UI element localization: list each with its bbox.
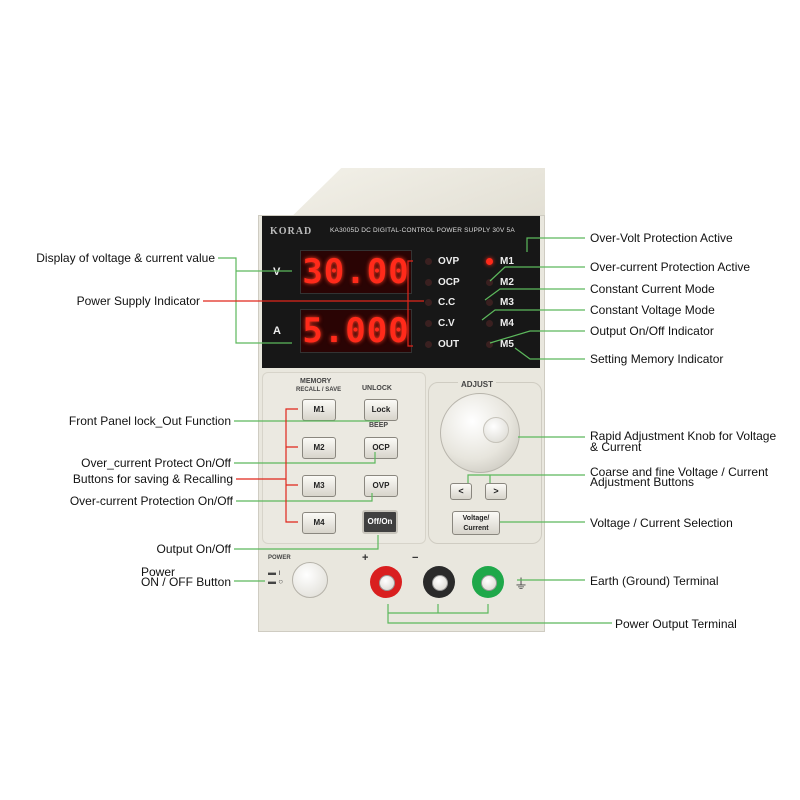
unlock-label: UNLOCK: [362, 385, 392, 392]
label-buttons-line1: Coarse and fine Voltage / Current: [590, 465, 769, 479]
label-front-lock: Front Panel lock_Out Function: [68, 414, 231, 428]
label-ocp-toggle: Over_current Protect On/Off: [81, 456, 231, 470]
label-buttons-line2: Adjustment Buttons: [590, 475, 695, 489]
current-display: 5.000: [300, 309, 412, 353]
memory-subtitle: RECALL / SAVE: [296, 387, 342, 393]
power-button[interactable]: [292, 562, 328, 598]
label-ocp-active: Over-current Protection Active: [590, 260, 751, 274]
power-label: POWER: [268, 555, 291, 561]
voltage-unit: V: [273, 266, 281, 278]
label-power-indicator: Power Supply Indicator: [76, 294, 200, 308]
device-top: [290, 168, 545, 218]
label-vc-selection: Voltage / Current Selection: [590, 516, 733, 530]
m1-led: [486, 258, 493, 265]
m4-led: [486, 320, 493, 327]
label-ocp-onoff: Over-current Protection On/Off: [69, 494, 233, 508]
adjust-label: ADJUST: [458, 380, 497, 389]
vc-line2: Current: [463, 525, 489, 532]
fine-right-button[interactable]: >: [485, 483, 507, 500]
m3-led: [486, 299, 493, 306]
memory-indicator-m4: M4: [500, 318, 514, 329]
beep-label: BEEP: [369, 422, 389, 429]
m1-button[interactable]: M1: [302, 399, 336, 421]
lock-button[interactable]: Lock: [364, 399, 398, 421]
ground-terminal[interactable]: [472, 566, 504, 598]
memory-indicator-m5: M5: [500, 339, 514, 350]
positive-terminal[interactable]: [370, 566, 402, 598]
label-knob-line1: Rapid Adjustment Knob for Voltage: [590, 429, 777, 443]
power-switch-symbol: ▬ ı▬ ○: [268, 568, 284, 586]
label-display: Display of voltage & current value: [36, 251, 215, 265]
ocp-button[interactable]: OCP: [364, 437, 398, 459]
memory-indicator-m3: M3: [500, 297, 514, 308]
knob-cap: [483, 417, 509, 443]
indicator-ocp: OCP: [438, 277, 460, 288]
label-cv-mode: Constant Voltage Mode: [590, 303, 715, 317]
label-knob-line2: & Current: [590, 440, 642, 454]
label-memory-buttons: Buttons for saving & Recalling: [72, 472, 233, 486]
m2-led: [486, 279, 493, 286]
output-onoff-button[interactable]: Off/On: [362, 510, 398, 534]
label-power-output: Power Output Terminal: [615, 617, 737, 631]
current-unit: A: [273, 325, 281, 337]
label-cc-mode: Constant Current Mode: [590, 282, 715, 296]
m5-led: [486, 341, 493, 348]
m3-button[interactable]: M3: [302, 475, 336, 497]
m4-button[interactable]: M4: [302, 512, 336, 534]
memory-indicator-m1: M1: [500, 256, 514, 267]
plus-label: +: [362, 552, 369, 564]
ground-symbol: ⏚: [514, 576, 528, 592]
label-power-line1: Power: [140, 565, 175, 579]
ovp-led: [425, 258, 432, 265]
memory-title: MEMORY: [300, 378, 332, 385]
cv-led: [425, 320, 432, 327]
coarse-left-button[interactable]: <: [450, 483, 472, 500]
indicator-cc: C.C: [438, 297, 456, 308]
ocp-led: [425, 279, 432, 286]
indicator-ovp: OVP: [438, 256, 460, 267]
label-out-indicator: Output On/Off Indicator: [590, 324, 714, 338]
label-earth: Earth (Ground) Terminal: [590, 574, 719, 588]
label-power-line2: ON / OFF Button: [140, 575, 231, 589]
label-ovp-active: Over-Volt Protection Active: [590, 231, 733, 245]
negative-terminal[interactable]: [423, 566, 455, 598]
minus-label: −: [412, 552, 419, 564]
brand-logo: KORAD: [270, 226, 313, 237]
model-text: KA3005D DC DIGITAL-CONTROL POWER SUPPLY …: [330, 227, 515, 234]
voltage-current-button[interactable]: Voltage/ Current: [452, 511, 500, 535]
memory-indicator-m2: M2: [500, 277, 514, 288]
cc-led: [425, 299, 432, 306]
ovp-button[interactable]: OVP: [364, 475, 398, 497]
indicator-out: OUT: [438, 339, 460, 350]
voltage-display: 30.00: [300, 250, 412, 294]
indicator-cv: C.V: [438, 318, 455, 329]
vc-line1: Voltage/: [462, 515, 490, 522]
m2-button[interactable]: M2: [302, 437, 336, 459]
label-output-onoff: Output On/Off: [156, 542, 231, 556]
out-led: [425, 341, 432, 348]
label-memory-indicator: Setting Memory Indicator: [590, 352, 724, 366]
control-panel: [262, 372, 426, 544]
